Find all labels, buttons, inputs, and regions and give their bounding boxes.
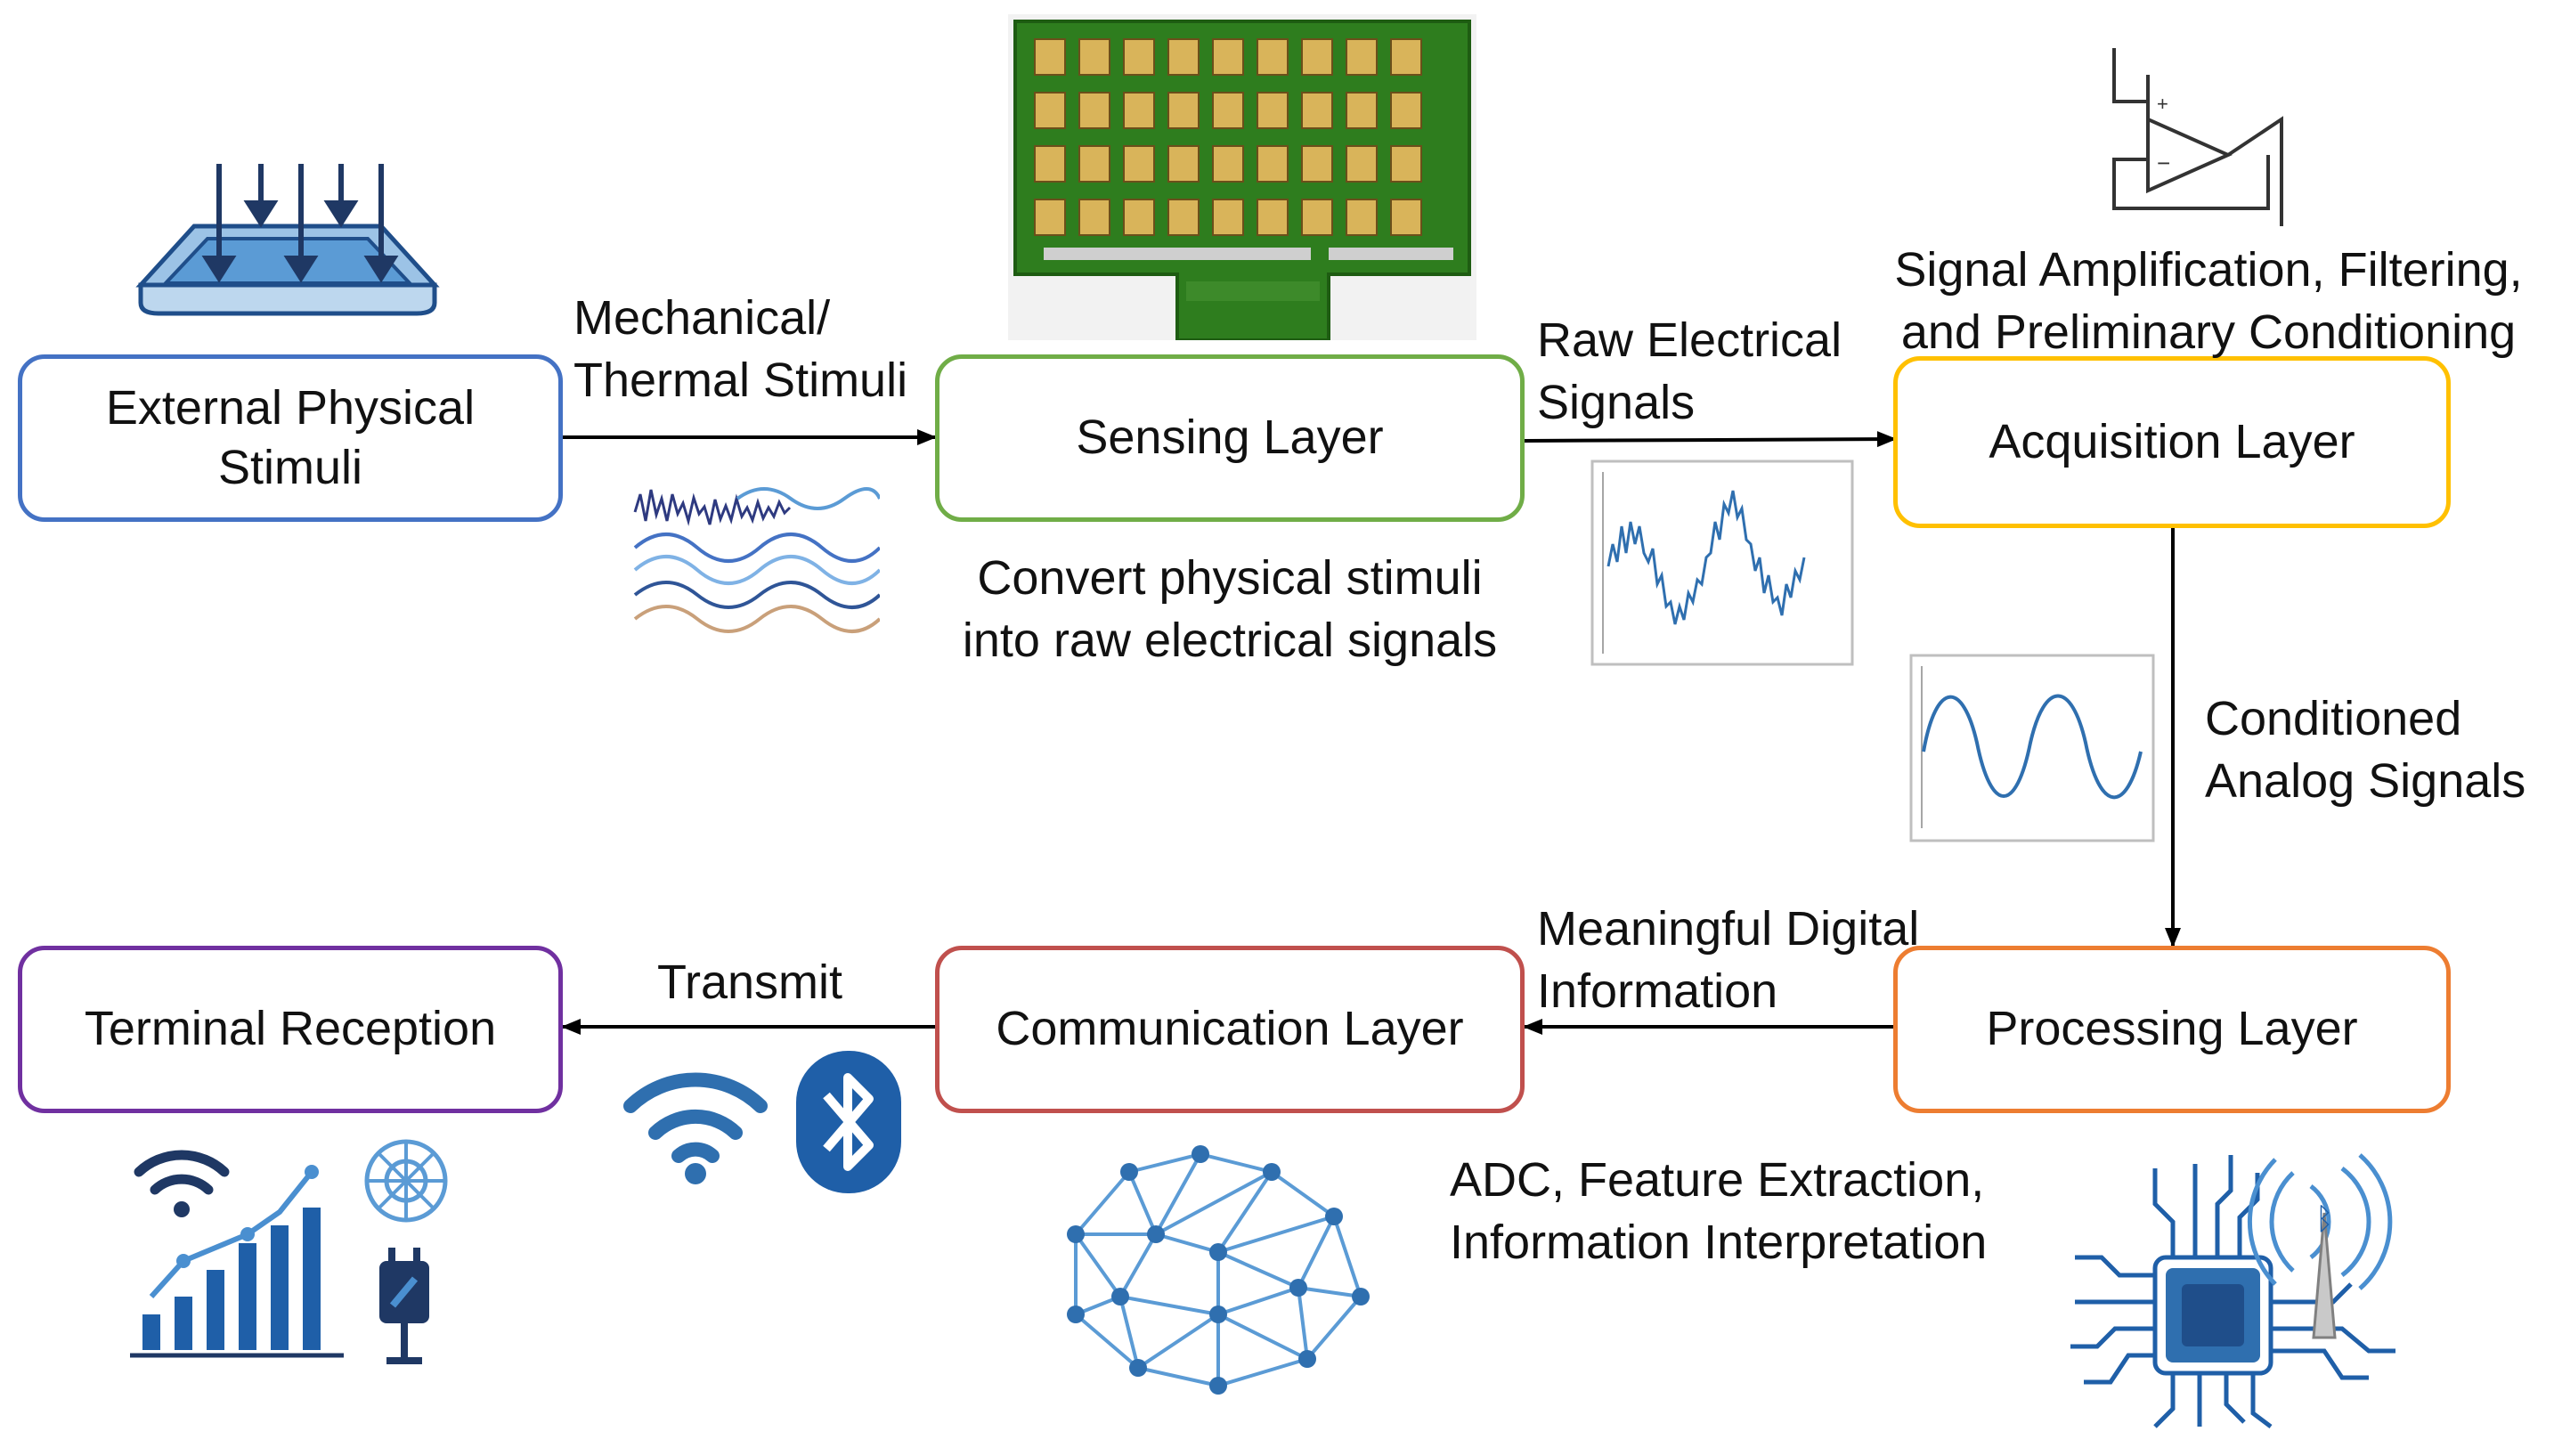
sine-wave-plot-icon [1909, 654, 2155, 842]
edge-label-line: Conditioned [2205, 692, 2462, 745]
svg-text:+: + [2157, 93, 2168, 115]
op-amp-icon: + − [2112, 48, 2283, 226]
microchip-icon: ᛒ [2070, 1153, 2395, 1428]
desc-line: Information Interpretation [1450, 1216, 1988, 1269]
desc-line: into raw electrical signals [962, 614, 1498, 667]
waveform-icon [633, 487, 880, 633]
edge-label-conditioned-analog: Conditioned Analog Signals [2205, 687, 2526, 812]
node-sensing-label: Sensing Layer [1076, 411, 1384, 465]
node-terminal-reception: Terminal Reception [18, 946, 563, 1113]
node-communication-layer: Communication Layer [935, 946, 1525, 1113]
desc-acquisition: Signal Amplification, Filtering, and Pre… [1870, 239, 2547, 363]
node-external-line-1: External Physical [105, 380, 476, 435]
edge-label-line: Raw Electrical [1537, 313, 1842, 367]
desc-line: and Preliminary Conditioning [1900, 305, 2517, 359]
node-external-line-2: Stimuli [217, 441, 363, 494]
wifi-icon [623, 1072, 768, 1184]
noisy-signal-plot-icon [1590, 460, 1854, 666]
desc-line: Signal Amplification, Filtering, [1894, 243, 2523, 297]
dashboard-chart-icon [130, 1139, 448, 1364]
sensor-array-pcb-icon [1008, 14, 1476, 340]
edge-label-mechanical-thermal: Mechanical/ Thermal Stimuli [573, 287, 907, 411]
desc-line: ADC, Feature Extraction, [1450, 1153, 1985, 1207]
edge-label-line: Signals [1537, 376, 1696, 429]
node-acquisition-label: Acquisition Layer [1989, 414, 2355, 468]
node-processing-layer: Processing Layer [1893, 946, 2451, 1113]
node-terminal-label: Terminal Reception [84, 1002, 497, 1056]
edge-label-line: Thermal Stimuli [573, 354, 908, 407]
desc-sensing: Convert physical stimuli into raw electr… [939, 547, 1521, 671]
edge-label-line: Transmit [657, 956, 843, 1009]
desc-processing: ADC, Feature Extraction, Information Int… [1450, 1149, 1987, 1273]
edge-label-line: Analog Signals [2205, 754, 2526, 808]
pressure-sensor-icon [135, 164, 440, 316]
node-communication-label: Communication Layer [996, 1002, 1464, 1056]
node-acquisition-layer: Acquisition Layer [1893, 356, 2451, 528]
edge-label-meaningful-digital: Meaningful Digital Information [1537, 898, 1919, 1022]
svg-text:ᛒ: ᛒ [2315, 1201, 2333, 1237]
edge-label-line: Mechanical/ [573, 291, 831, 345]
edge-label-transmit: Transmit [657, 951, 842, 1013]
desc-line: Convert physical stimuli [977, 551, 1483, 605]
node-sensing-layer: Sensing Layer [935, 354, 1525, 522]
arrow-sensing-to-acquisition [1524, 431, 1897, 448]
mesh-network-icon [1067, 1145, 1370, 1395]
edge-label-raw-electrical: Raw Electrical Signals [1537, 309, 1842, 434]
svg-text:−: − [2157, 150, 2170, 176]
edge-label-line: Meaningful Digital [1537, 902, 1920, 956]
bluetooth-icon [796, 1051, 901, 1193]
node-processing-label: Processing Layer [1986, 1002, 2358, 1056]
edge-label-line: Information [1537, 964, 1778, 1018]
